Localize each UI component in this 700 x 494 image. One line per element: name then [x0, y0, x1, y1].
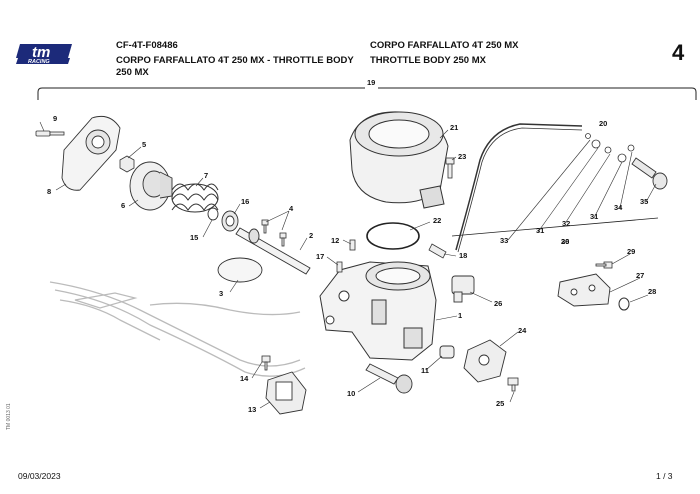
callout-22: 22	[433, 216, 441, 225]
callout-25: 25	[496, 399, 504, 408]
callout-numbers: 1 2 3 4 5 6 7 8 9 10 11 12 13 14 15 16 1…	[47, 114, 656, 414]
part-16-bearing	[221, 210, 239, 232]
title-italian: CORPO FARFALLATO 4T 250 MX - THROTTLE BO…	[116, 55, 354, 66]
logo-sub: RACING	[28, 59, 50, 65]
callout-3: 3	[219, 289, 223, 298]
callout-16: 16	[241, 197, 249, 206]
part-11-bushing	[439, 345, 455, 359]
callout-28: 28	[648, 287, 656, 296]
part-7-spring	[171, 183, 219, 213]
part-25-screw	[507, 377, 519, 392]
callout-8: 8	[47, 187, 51, 196]
part-12-pin	[349, 239, 356, 251]
callout-31b: 31	[590, 212, 598, 221]
callout-6: 6	[121, 201, 125, 210]
callout-11: 11	[421, 366, 429, 375]
callout-27: 27	[636, 271, 644, 280]
logo-graphic: tm RACING	[16, 44, 72, 65]
part-3-throttle-plate	[217, 257, 263, 283]
parts-31-32-washers	[585, 133, 635, 163]
part-2-shaft	[235, 227, 311, 275]
side-document-code: TM 0013 01	[6, 403, 12, 430]
callout-10: 10	[347, 389, 355, 398]
tm-racing-logo: tm RACING	[14, 36, 76, 74]
callout-7: 7	[204, 171, 208, 180]
callout-18: 18	[459, 251, 467, 260]
callout-21: 21	[450, 123, 458, 132]
logo-text: tm	[32, 44, 50, 61]
callout-20: 20	[599, 119, 607, 128]
callout-12: 12	[331, 236, 339, 245]
callout-30: 26	[561, 237, 569, 246]
part-5-nut	[119, 155, 135, 173]
part-8-cover	[61, 115, 121, 191]
title-right-2: THROTTLE BODY 250 MX	[370, 55, 486, 66]
callout-9: 9	[53, 114, 57, 123]
part-18-spring	[428, 243, 447, 259]
callout-26: 26	[494, 299, 502, 308]
callout-14: 14	[240, 374, 249, 383]
part-10-idle-screw	[365, 363, 413, 394]
callout-33: 33	[500, 236, 508, 245]
title-italian-line2: 250 MX	[116, 67, 149, 78]
bracket-30	[451, 217, 659, 237]
part-29-screw	[595, 261, 613, 269]
part-27-fitting	[557, 273, 611, 307]
callout-32: 32	[562, 219, 570, 228]
callout-19: 19	[367, 78, 375, 87]
footer-page-count: 1 / 3	[656, 471, 673, 481]
callout-17: 17	[316, 252, 324, 261]
part-22-o-ring	[366, 222, 420, 250]
title-right-1: CORPO FARFALLATO 4T 250 MX	[370, 40, 519, 51]
callout-29: 29	[627, 247, 635, 256]
part-6-pulley	[129, 161, 173, 211]
part-21-intake-boot	[349, 111, 449, 209]
callout-15: 15	[190, 233, 198, 242]
callout-35: 35	[640, 197, 648, 206]
part-15-washer	[207, 207, 219, 221]
part-24-tps-sensor	[463, 339, 507, 383]
callout-30b: 30	[561, 237, 569, 246]
callout-24: 24	[518, 326, 527, 335]
part-9-screw	[35, 130, 65, 137]
callout-34: 34	[614, 203, 623, 212]
leader-lines	[39, 121, 657, 409]
drawing-code: CF-4T-F08486	[116, 40, 178, 51]
callout-5: 5	[142, 140, 146, 149]
part-17-screw	[336, 261, 343, 273]
part-35-adjust-screw	[631, 157, 668, 190]
callout-13: 13	[248, 405, 256, 414]
part-13-map-sensor	[265, 371, 307, 415]
callout-23: 23	[458, 152, 466, 161]
part-26-sensor	[451, 275, 475, 303]
callout-2: 2	[309, 231, 313, 240]
part-23-bolt	[445, 157, 455, 179]
part-4-screws	[261, 219, 287, 247]
page-number: 4	[672, 40, 685, 65]
part-14-screw	[261, 355, 271, 371]
assembly-bracket	[37, 87, 697, 100]
part-28-o-ring	[618, 297, 630, 311]
callout-1: 1	[458, 311, 462, 320]
callout-31a: 31	[536, 226, 544, 235]
footer-date: 09/03/2023	[18, 471, 61, 481]
wiring-harness	[49, 281, 306, 377]
idle-air-hose	[455, 123, 583, 251]
part-1-throttle-body	[319, 261, 437, 361]
callout-4: 4	[289, 204, 294, 213]
